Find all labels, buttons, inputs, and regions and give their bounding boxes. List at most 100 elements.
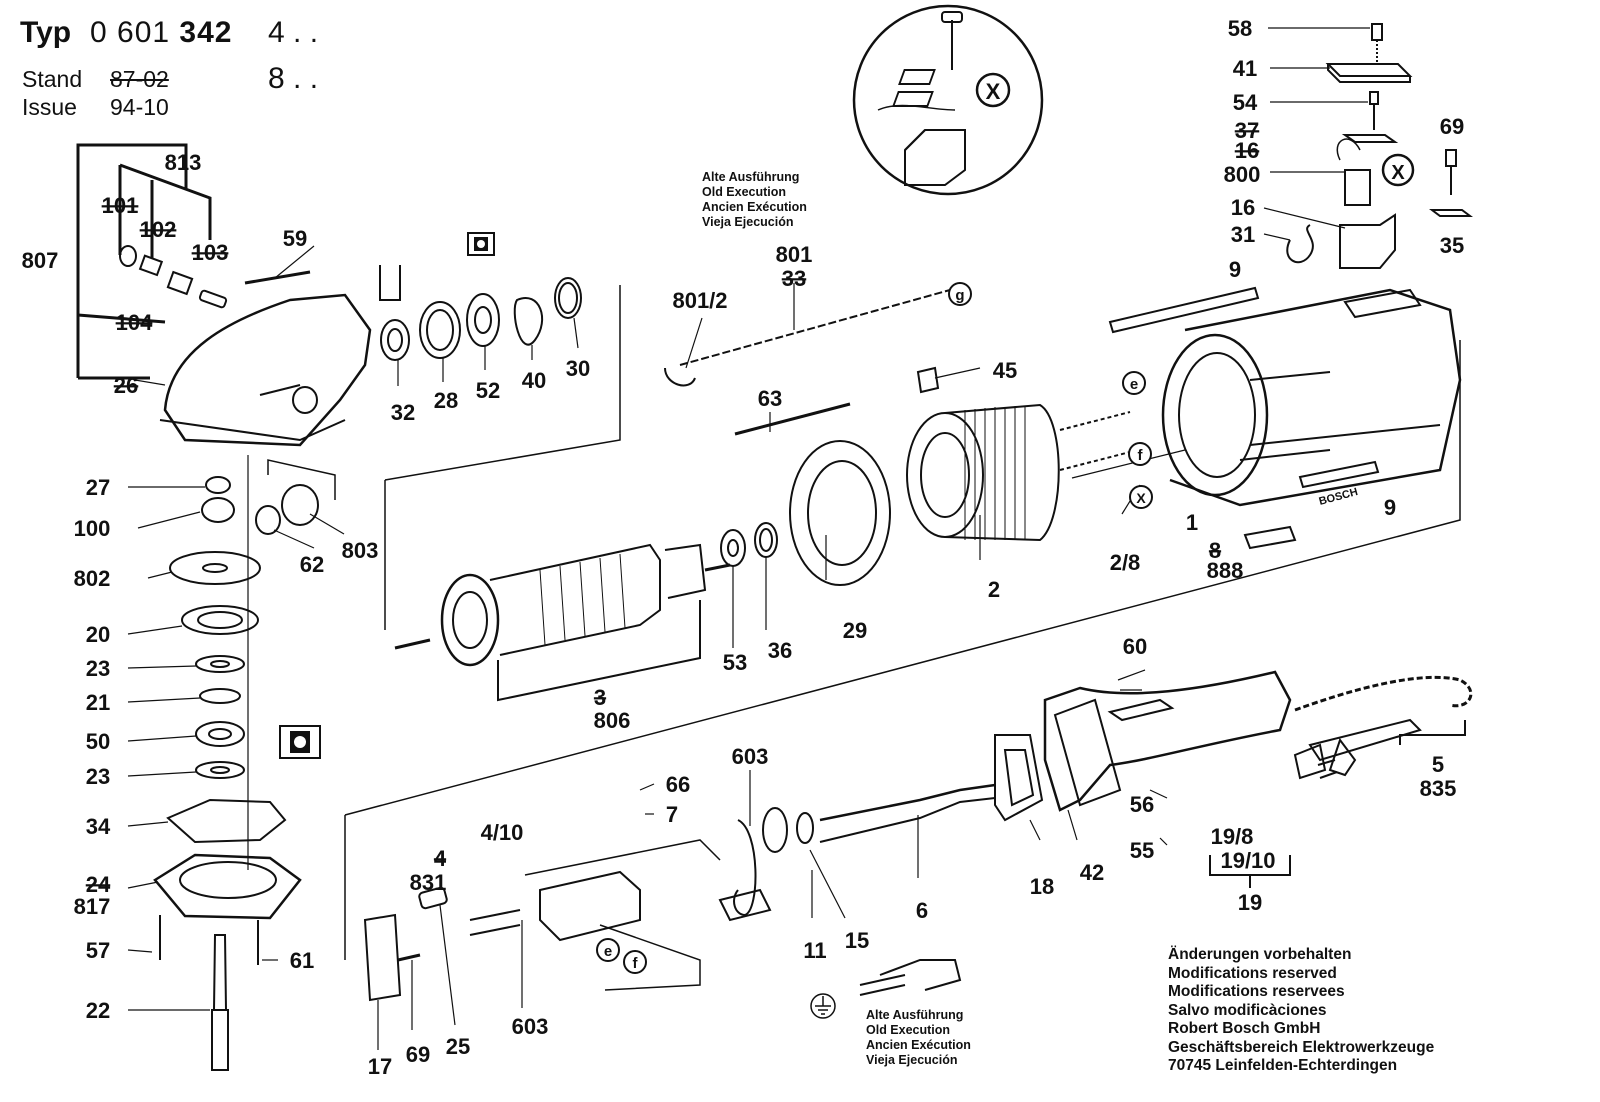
f-symbol-switch xyxy=(623,950,647,974)
type-number-main: 342 xyxy=(179,16,233,49)
part-label: 54 xyxy=(1233,90,1258,115)
x-symbol-detail xyxy=(975,72,1011,108)
part-label: 36 xyxy=(768,638,792,663)
part-label: 28 xyxy=(434,388,458,413)
detail-circle xyxy=(852,4,1044,196)
part-label: 22 xyxy=(86,998,110,1023)
part-label: 19/10 xyxy=(1220,848,1275,873)
part-label: 835 xyxy=(1420,776,1457,801)
x-symbol-brush xyxy=(1381,153,1415,187)
e-symbol-switch xyxy=(596,938,620,962)
part-label: 55 xyxy=(1130,838,1154,863)
part-label: 59 xyxy=(283,226,307,251)
part-label: 45 xyxy=(993,358,1017,383)
part-label: 32 xyxy=(391,400,415,425)
part-label: 21 xyxy=(86,690,110,715)
svg-text:e: e xyxy=(604,943,612,960)
e-symbol-lead xyxy=(1122,371,1146,395)
part-label: 9 xyxy=(1229,257,1241,282)
part-label: 40 xyxy=(522,368,546,393)
part-label: 807 xyxy=(22,248,59,273)
part-label: 2/8 xyxy=(1110,550,1141,575)
part-label: 4/10 xyxy=(481,820,524,845)
svg-text:X: X xyxy=(986,79,1001,104)
part-labels: 58 41 54 37 16 800 16 31 69 35 9 9 1 45 … xyxy=(22,16,1465,1079)
part-label: 69 xyxy=(1440,114,1464,139)
old-execution-en: Old Execution xyxy=(702,185,787,199)
part-label: 23 xyxy=(86,656,110,681)
svg-text:X: X xyxy=(1391,162,1405,184)
part-label-superseded: 104 xyxy=(116,310,153,335)
part-label: 603 xyxy=(732,744,769,769)
issue-label: Issue xyxy=(22,94,77,120)
old-execution-de: Alte Ausführung xyxy=(866,1008,964,1022)
part-label-superseded: 37 xyxy=(1235,118,1259,143)
svg-text:f: f xyxy=(1138,447,1144,464)
part-label: 16 xyxy=(1231,195,1255,220)
part-label: 6 xyxy=(916,898,928,923)
stand-label: Stand xyxy=(22,66,83,92)
svg-text:f: f xyxy=(633,955,639,972)
part-label: 801/2 xyxy=(672,288,727,313)
note-changes-fr: Modifications reservees xyxy=(1168,983,1345,1000)
part-label: 56 xyxy=(1130,792,1154,817)
part-label: 813 xyxy=(165,150,202,175)
part-label: 66 xyxy=(666,772,690,797)
part-label-superseded: 16 xyxy=(1235,138,1259,163)
part-label: 831 xyxy=(410,870,447,895)
part-label: 803 xyxy=(342,538,379,563)
part-label: 15 xyxy=(845,928,869,953)
part-label: 34 xyxy=(86,814,111,839)
part-label-superseded: 8 xyxy=(1209,538,1221,563)
symbol-group: X X X e f g e f BOSCH xyxy=(279,72,1415,1019)
assembly-outline-main xyxy=(344,340,1461,816)
part-label: 30 xyxy=(566,356,590,381)
old-execution-note-bottom: Alte Ausführung Old Execution Ancien Exé… xyxy=(866,1008,971,1068)
part-label: 50 xyxy=(86,729,110,754)
old-execution-es: Vieja Ejecución xyxy=(702,215,794,229)
part-label: 31 xyxy=(1231,222,1255,247)
part-label-superseded: 33 xyxy=(782,266,806,291)
part-label: 25 xyxy=(446,1034,470,1059)
old-execution-en: Old Execution xyxy=(866,1023,951,1037)
part-label: 52 xyxy=(476,378,500,403)
old-execution-fr: Ancien Exécution xyxy=(866,1038,971,1052)
svg-text:X: X xyxy=(1136,490,1146,506)
part-label: 20 xyxy=(86,622,110,647)
issue-value: 94-10 xyxy=(110,94,169,120)
note-division: Geschäftsbereich Elektrowerkzeuge xyxy=(1168,1038,1435,1056)
type-suffix-1: 4 . . xyxy=(268,16,319,49)
part-label: 806 xyxy=(594,708,631,733)
stand-value: 87-02 xyxy=(110,66,169,92)
part-label: 5 xyxy=(1432,752,1444,777)
part-label: 801 xyxy=(776,242,813,267)
bearing-symbol-top-icon xyxy=(467,232,495,256)
note-changes-de: Änderungen vorbehalten xyxy=(1168,946,1352,963)
note-changes-en: Modifications reserved xyxy=(1168,964,1337,982)
assembly-outline-gear xyxy=(384,285,621,481)
part-label: 57 xyxy=(86,938,110,963)
old-execution-es: Vieja Ejecución xyxy=(866,1053,958,1067)
old-execution-de: Alte Ausführung xyxy=(702,170,800,184)
part-label: 53 xyxy=(723,650,747,675)
part-label-superseded: 4 xyxy=(434,846,447,871)
part-label: 62 xyxy=(300,552,324,577)
old-execution-note-top: Alte Ausführung Old Execution Ancien Exé… xyxy=(702,170,807,230)
g-symbol-lead xyxy=(948,282,972,306)
part-label: 7 xyxy=(666,802,678,827)
part-label: 63 xyxy=(758,386,782,411)
type-suffix-2: 8 . . xyxy=(268,62,319,95)
part-label: 800 xyxy=(1224,162,1261,187)
part-label: 17 xyxy=(368,1054,392,1079)
part-label: 603 xyxy=(512,1014,549,1039)
note-address: 70745 Leinfelden-Echterdingen xyxy=(1168,1057,1398,1074)
footer-notes: Änderungen vorbehalten Modifications res… xyxy=(1168,946,1434,1076)
part-label: 817 xyxy=(74,894,111,919)
note-company: Robert Bosch GmbH xyxy=(1168,1020,1321,1037)
part-label: 888 xyxy=(1207,558,1244,583)
part-label: 60 xyxy=(1123,634,1147,659)
part-label: 29 xyxy=(843,618,867,643)
part-label-superseded: 101 xyxy=(102,193,139,218)
part-label: 35 xyxy=(1440,233,1464,258)
